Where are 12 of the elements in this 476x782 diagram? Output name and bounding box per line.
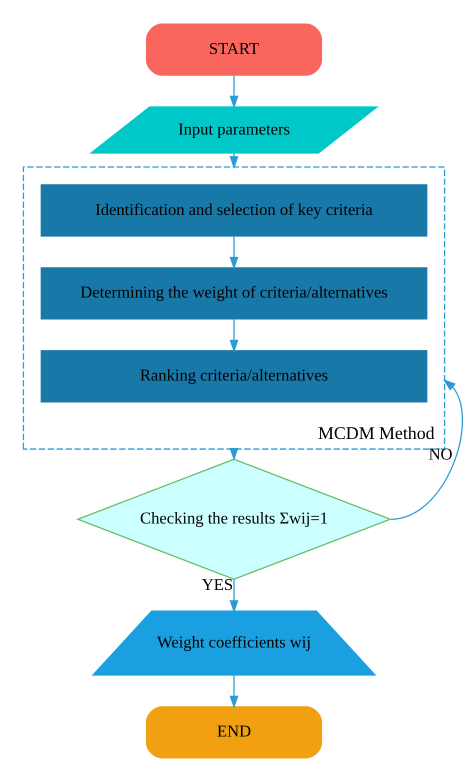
arrow (230, 579, 238, 614)
arrow (230, 236, 238, 270)
node-box: Identification and selection of key criteria (40, 184, 428, 237)
arrow (230, 675, 238, 709)
arrow (230, 76, 238, 109)
arrow (390, 379, 463, 520)
arrow (230, 319, 238, 353)
node-box: START (146, 23, 322, 76)
node-box: Determining the weight of criteria/alternatives (40, 267, 428, 320)
node-box: Ranking criteria/alternatives (40, 350, 428, 402)
node-diamond: Checking the results Σwij=1 (76, 458, 392, 580)
node-box: END (146, 706, 322, 759)
